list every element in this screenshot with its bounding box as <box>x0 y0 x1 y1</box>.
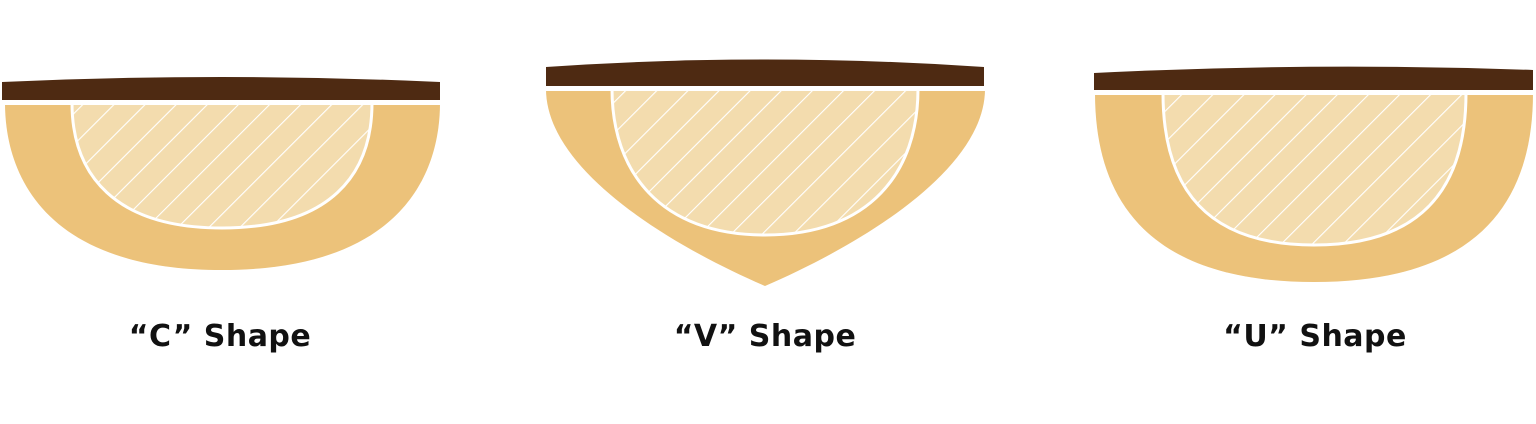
c-shape-caption: “C” Shape <box>128 319 312 354</box>
v-shape-inner-area <box>610 87 920 237</box>
u-shape-fretboard <box>1094 66 1533 90</box>
v-shape-fretboard <box>546 59 984 86</box>
c-shape-profile <box>0 0 445 300</box>
c-shape-graphic <box>2 77 440 270</box>
v-shape-profile <box>546 59 985 286</box>
v-shape-caption: “V” Shape <box>673 319 857 354</box>
u-shape-inner-area <box>1161 91 1468 247</box>
u-shape-graphic <box>1094 66 1533 282</box>
u-shape-caption: “U” Shape <box>1223 319 1407 354</box>
c-shape-inner-area <box>70 101 374 230</box>
v-shape-graphic <box>546 59 985 286</box>
u-shape-profile <box>1094 66 1533 282</box>
c-shape-fretboard <box>2 77 440 100</box>
